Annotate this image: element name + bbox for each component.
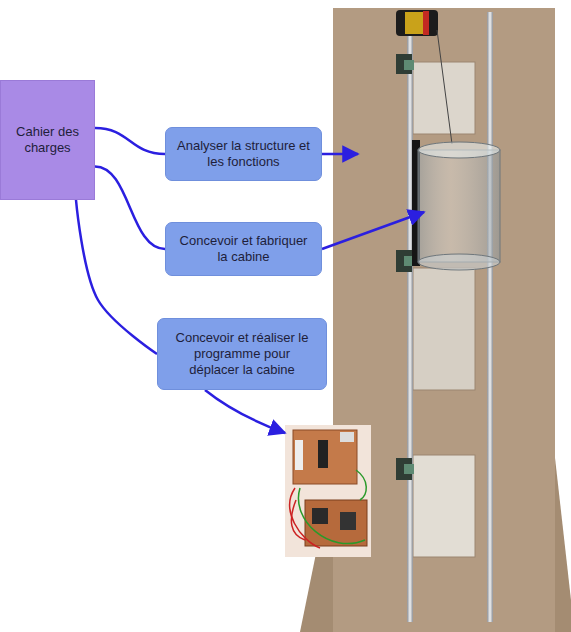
leader-arrow (322, 153, 358, 156)
connector (95, 166, 165, 249)
task-box: Concevoir et fabriquer la cabine (165, 222, 322, 276)
limit-switch (396, 250, 414, 272)
floor-opening (413, 268, 475, 390)
guide-rod (407, 12, 413, 622)
limit-switch (396, 54, 414, 74)
box-text: Analyser la structure et les fonctions (176, 138, 311, 170)
requirements-box: Cahier des charges (0, 80, 95, 200)
task-box: Analyser la structure et les fonctions (165, 127, 322, 181)
limit-switch (396, 458, 414, 480)
box-text: Cahier des charges (11, 124, 84, 156)
floor-opening (413, 62, 475, 134)
board-foot (553, 440, 571, 632)
motor-ring (423, 11, 429, 35)
guide-rod (487, 12, 493, 622)
task-box: Concevoir et réaliser le programme pour … (157, 318, 327, 390)
cable (437, 30, 452, 144)
box-text: Concevoir et réaliser le programme pour … (168, 330, 316, 378)
connector (95, 128, 165, 154)
glass-cabin (412, 140, 500, 270)
leader-arrow (322, 212, 424, 249)
connector (76, 200, 157, 354)
box-text: Concevoir et fabriquer la cabine (176, 233, 311, 265)
floor-opening (413, 455, 475, 557)
leader-arrow (205, 390, 285, 433)
circuit-board (285, 425, 371, 557)
motor-label (405, 12, 423, 34)
motor (396, 10, 438, 36)
